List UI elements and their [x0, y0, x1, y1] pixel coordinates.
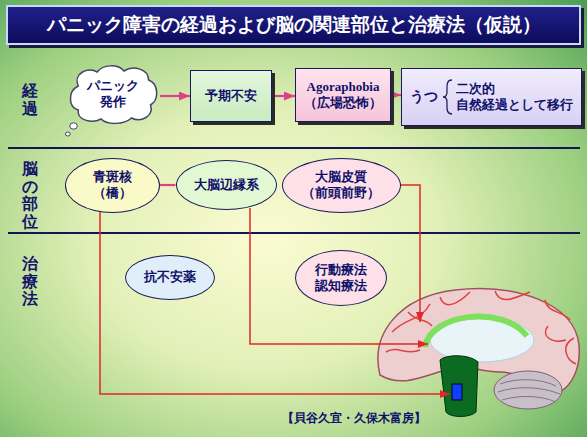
- cloud-outline: [70, 66, 156, 124]
- cloud-bubble: [70, 123, 78, 129]
- node-text: Agoraphobia （広場恐怖）: [304, 79, 382, 112]
- text-group: うつ二次的自然経過として移行: [410, 78, 573, 116]
- row-divider: [8, 147, 580, 149]
- text-group: 大脳辺縁系: [194, 177, 259, 193]
- connector-arrow: [160, 184, 176, 186]
- node-text: 二次的: [456, 81, 495, 97]
- text-column: 大脳辺縁系: [194, 177, 259, 193]
- ellipse-node: 大脳皮質 （前頭前野）: [282, 158, 401, 213]
- text-column: Agoraphobia （広場恐怖）: [304, 79, 382, 112]
- ellipse-node: 行動療法 認知療法: [295, 250, 387, 306]
- connector-arrow: [160, 95, 190, 97]
- text-group: 予期不安: [205, 88, 257, 104]
- ellipse-node: 抗不安薬: [125, 255, 215, 300]
- text-group: 青斑核 （橋）: [93, 169, 132, 202]
- node-text: 大脳皮質 （前頭前野）: [302, 169, 380, 202]
- row-label: 経過: [22, 82, 38, 117]
- row-divider: [8, 232, 580, 234]
- title-bar: パニック障害の経過および脳の関連部位と治療法（仮説）: [6, 5, 581, 45]
- text-group: パニック 発作: [87, 78, 139, 111]
- node-text: うつ: [410, 88, 438, 106]
- caption-text: 【貝谷久宜・久保木富房】: [282, 410, 426, 427]
- node-text: 抗不安薬: [144, 269, 196, 285]
- text-group: Agoraphobia （広場恐怖）: [304, 79, 382, 112]
- text-column: 大脳皮質 （前頭前野）: [302, 169, 380, 202]
- node-text: 行動療法 認知療法: [315, 262, 367, 295]
- connector-arrow: [391, 94, 401, 96]
- node-text: 大脳辺縁系: [194, 177, 259, 193]
- text-group: 大脳皮質 （前頭前野）: [302, 169, 380, 202]
- node-text: パニック 発作: [87, 78, 139, 111]
- connector-arrow: [272, 95, 295, 97]
- node-text: 青斑核 （橋）: [93, 169, 132, 202]
- text-column: 予期不安: [205, 88, 257, 104]
- text-column: 行動療法 認知療法: [315, 262, 367, 295]
- process-box: Agoraphobia （広場恐怖）: [295, 68, 391, 122]
- row-label: 脳の部位: [22, 160, 38, 230]
- ellipse-node: 青斑核 （橋）: [65, 158, 160, 213]
- node-text: 予期不安: [205, 88, 257, 104]
- ellipse-node: 大脳辺縁系: [176, 160, 277, 210]
- node-text: 自然経過として移行: [456, 97, 573, 113]
- text-column: 抗不安薬: [144, 269, 196, 285]
- title-text: パニック障害の経過および脳の関連部位と治療法（仮説）: [47, 12, 541, 38]
- leader-line: [100, 185, 450, 394]
- text-group: 行動療法 認知療法: [315, 262, 367, 295]
- text-group: 抗不安薬: [144, 269, 196, 285]
- process-box: 予期不安: [190, 70, 272, 122]
- bracket: [442, 78, 454, 116]
- brain-figure: [378, 289, 579, 417]
- text-column: 青斑核 （橋）: [93, 169, 132, 202]
- cloud-bubble: [65, 132, 70, 136]
- text-column: 二次的自然経過として移行: [456, 81, 573, 114]
- cloud-shape: パニック 発作: [65, 64, 160, 124]
- text-column: パニック 発作: [87, 78, 139, 111]
- bracket: [443, 80, 452, 114]
- process-box: うつ二次的自然経過として移行: [401, 68, 582, 126]
- row-label: 治療法: [22, 255, 38, 308]
